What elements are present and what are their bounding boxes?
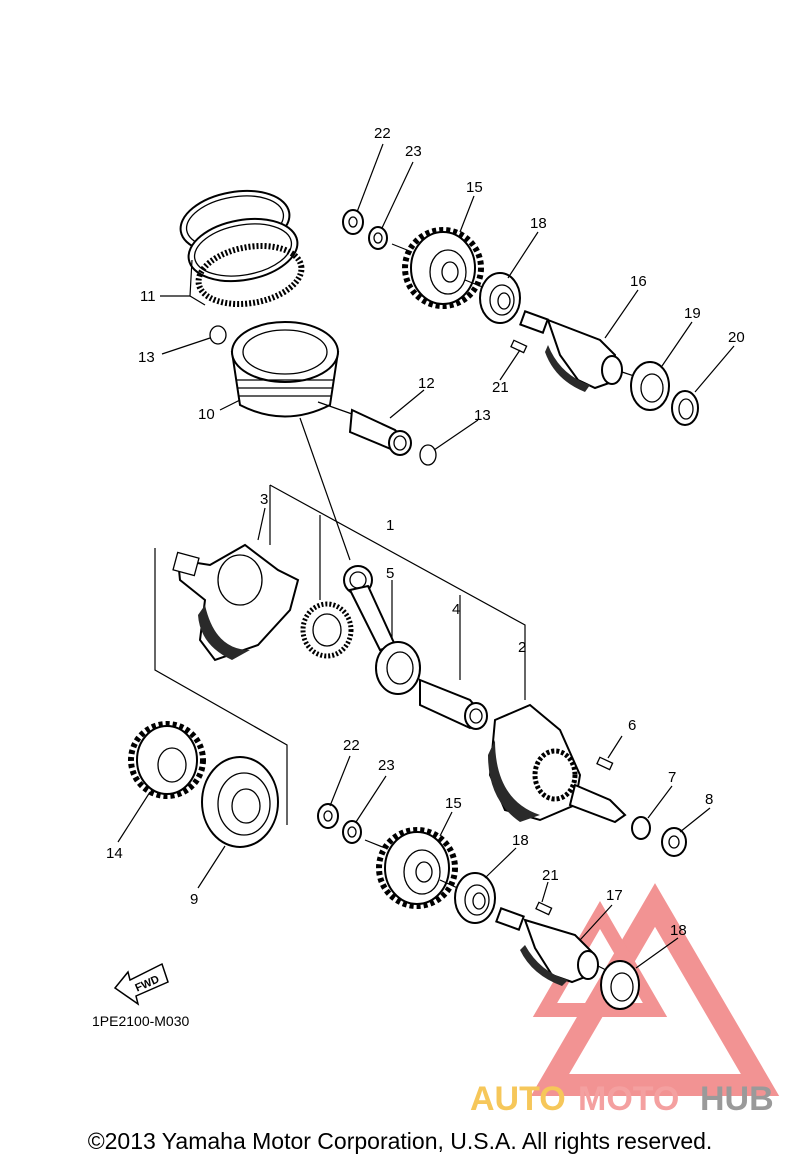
nut-22-upper <box>342 209 364 235</box>
callout-1: 1 <box>386 517 394 534</box>
lower-balancer-assembly <box>317 803 640 1010</box>
callout-23-upper: 23 <box>405 143 422 160</box>
key-6 <box>596 756 614 771</box>
crankshaft-assembly <box>154 417 687 857</box>
callout-23-lower: 23 <box>378 757 395 774</box>
callout-9: 9 <box>190 891 198 908</box>
watermark-logo-triangles <box>530 883 780 1096</box>
washer-23-lower <box>342 820 362 844</box>
callout-labels: 22 23 15 18 11 16 13 19 20 12 21 10 13 3… <box>106 125 745 939</box>
gear-15-lower <box>376 827 458 909</box>
balancer-shaft-16 <box>519 310 623 392</box>
piston-10 <box>230 321 340 418</box>
washer-7 <box>631 816 651 840</box>
seal-20 <box>671 390 699 426</box>
callout-13-upper: 13 <box>138 349 155 366</box>
crank-right-2 <box>488 703 627 824</box>
copyright-notice: ©2013 Yamaha Motor Corporation, U.S.A. A… <box>87 1128 713 1154</box>
callout-15-lower: 15 <box>445 795 462 812</box>
gear-15-upper <box>402 227 484 309</box>
callout-15-upper: 15 <box>466 179 483 196</box>
callout-3: 3 <box>260 491 268 508</box>
callout-8: 8 <box>705 791 713 808</box>
callout-21-lower: 21 <box>542 867 559 884</box>
callout-18-upper: 18 <box>530 215 547 232</box>
bearing-18-upper <box>479 272 521 324</box>
needle-bearing <box>300 601 354 659</box>
circlip-13-lower <box>419 444 437 466</box>
callout-17: 17 <box>606 887 623 904</box>
bearing-19 <box>630 361 670 411</box>
callout-13-lower: 13 <box>474 407 491 424</box>
nut-8 <box>661 827 687 857</box>
callout-22-upper: 22 <box>374 125 391 142</box>
callout-21-upper: 21 <box>492 379 509 396</box>
fwd-arrow-icon: FWD <box>113 962 169 1006</box>
callout-18-middle: 18 <box>512 832 529 849</box>
connecting-rod-5 <box>343 565 421 695</box>
watermark-text-hub: HUB <box>700 1080 774 1118</box>
callout-20: 20 <box>728 329 745 346</box>
callout-12: 12 <box>418 375 435 392</box>
bearing-9 <box>201 756 279 848</box>
gear-14 <box>128 721 206 799</box>
bearing-18-lower <box>600 960 640 1010</box>
diagram-code: 1PE2100-M030 <box>92 1013 190 1029</box>
watermark-text-moto: MOTO <box>578 1080 679 1118</box>
watermark-text-auto: AUTO <box>470 1080 566 1118</box>
callout-4: 4 <box>452 601 460 618</box>
key-21-upper <box>510 339 528 354</box>
piston-assembly <box>179 189 437 466</box>
callout-19: 19 <box>684 305 701 322</box>
callout-22-lower: 22 <box>343 737 360 754</box>
watermark-automotohub: AUTO MOTO HUB <box>470 1080 774 1118</box>
leader-lines <box>117 143 735 969</box>
bearing-18-middle <box>454 872 496 924</box>
washer-23-upper <box>368 226 388 250</box>
piston-rings-11 <box>179 189 305 308</box>
piston-pin-12 <box>348 408 412 456</box>
callout-11: 11 <box>140 288 156 305</box>
crank-pin-4 <box>419 678 488 730</box>
upper-balancer-assembly <box>342 209 699 426</box>
nut-22-lower <box>317 803 339 829</box>
callout-2: 2 <box>518 639 526 656</box>
callout-10: 10 <box>198 406 215 423</box>
circlip-13-upper <box>209 325 227 345</box>
key-21-lower <box>535 901 553 916</box>
callout-16: 16 <box>630 273 647 290</box>
balancer-shaft-17 <box>495 907 599 986</box>
crank-left-3 <box>172 543 300 662</box>
callout-7: 7 <box>668 769 676 786</box>
callout-18-lower: 18 <box>670 922 687 939</box>
callout-14: 14 <box>106 845 123 862</box>
callout-5: 5 <box>386 565 394 582</box>
callout-6: 6 <box>628 717 636 734</box>
